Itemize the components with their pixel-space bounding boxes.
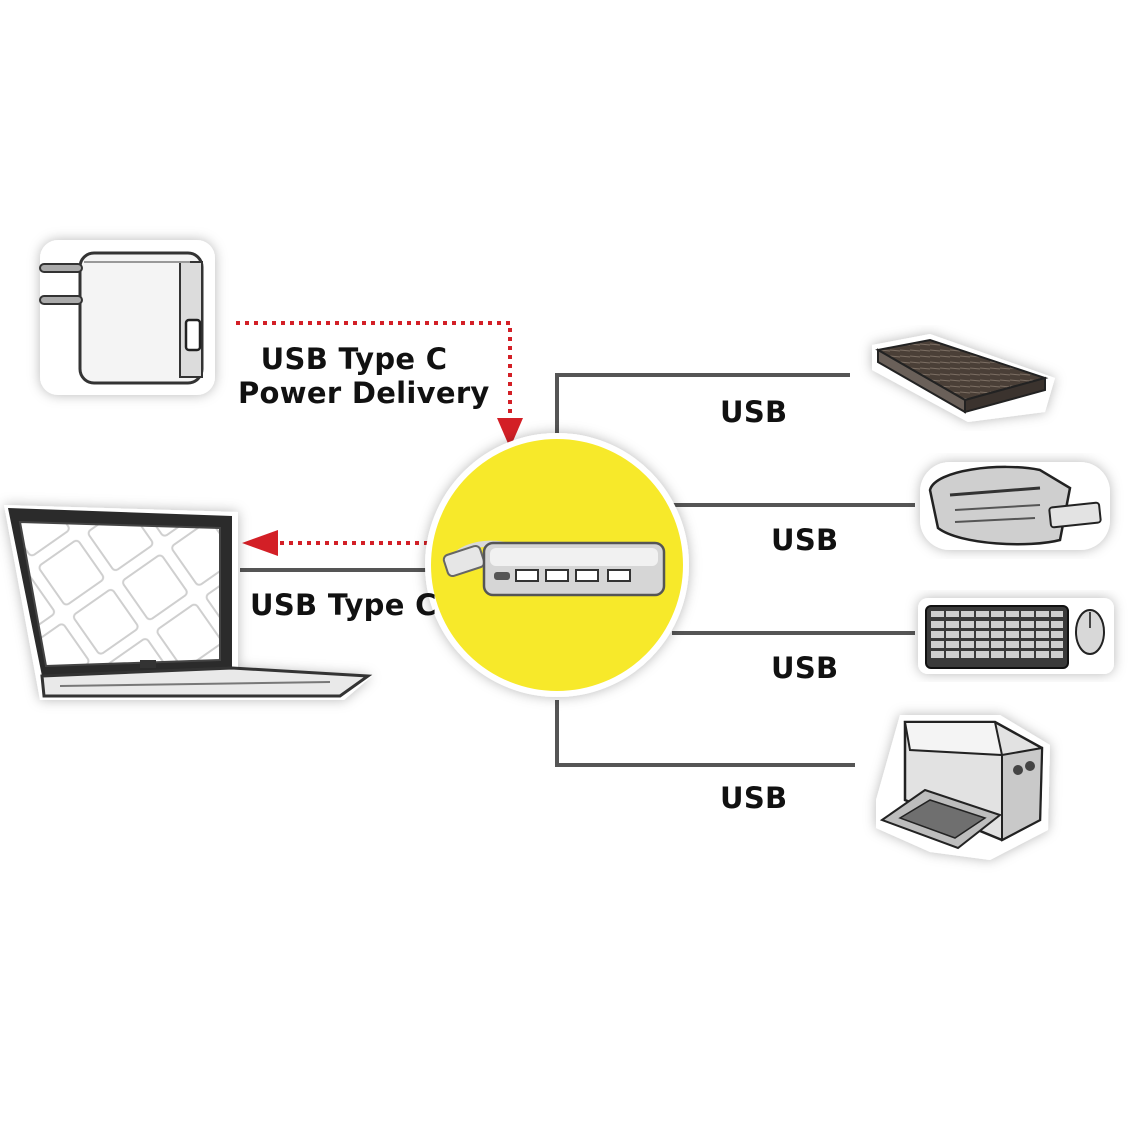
power-delivery-label: USB Type C Power Delivery: [238, 342, 490, 410]
laptop-power-arrow: [242, 530, 428, 556]
line-to-printer: [555, 700, 855, 767]
keyboard-and-mouse-icon: [918, 598, 1114, 674]
printer-icon: [876, 715, 1050, 860]
external-hard-drive-icon: [872, 334, 1055, 422]
card-reader-icon: [920, 462, 1110, 550]
power-label-line1: USB Type C: [260, 342, 448, 376]
usb-label-printer: USB: [720, 781, 788, 815]
usb-label-keyboard: USB: [771, 651, 839, 685]
laptop-icon: [4, 505, 373, 700]
usb-label-cardreader: USB: [771, 523, 839, 557]
hub-to-devices-lines: [240, 373, 915, 767]
laptop-link-label: USB Type C: [250, 588, 437, 622]
line-to-hdd: [555, 373, 850, 440]
power-label-line2: Power Delivery: [238, 376, 490, 410]
power-adapter-drawing: [39, 251, 204, 385]
power-delivery-arrow: [236, 321, 523, 448]
usb-hub-icon: [442, 540, 666, 597]
usb-label-hdd: USB: [720, 395, 788, 429]
